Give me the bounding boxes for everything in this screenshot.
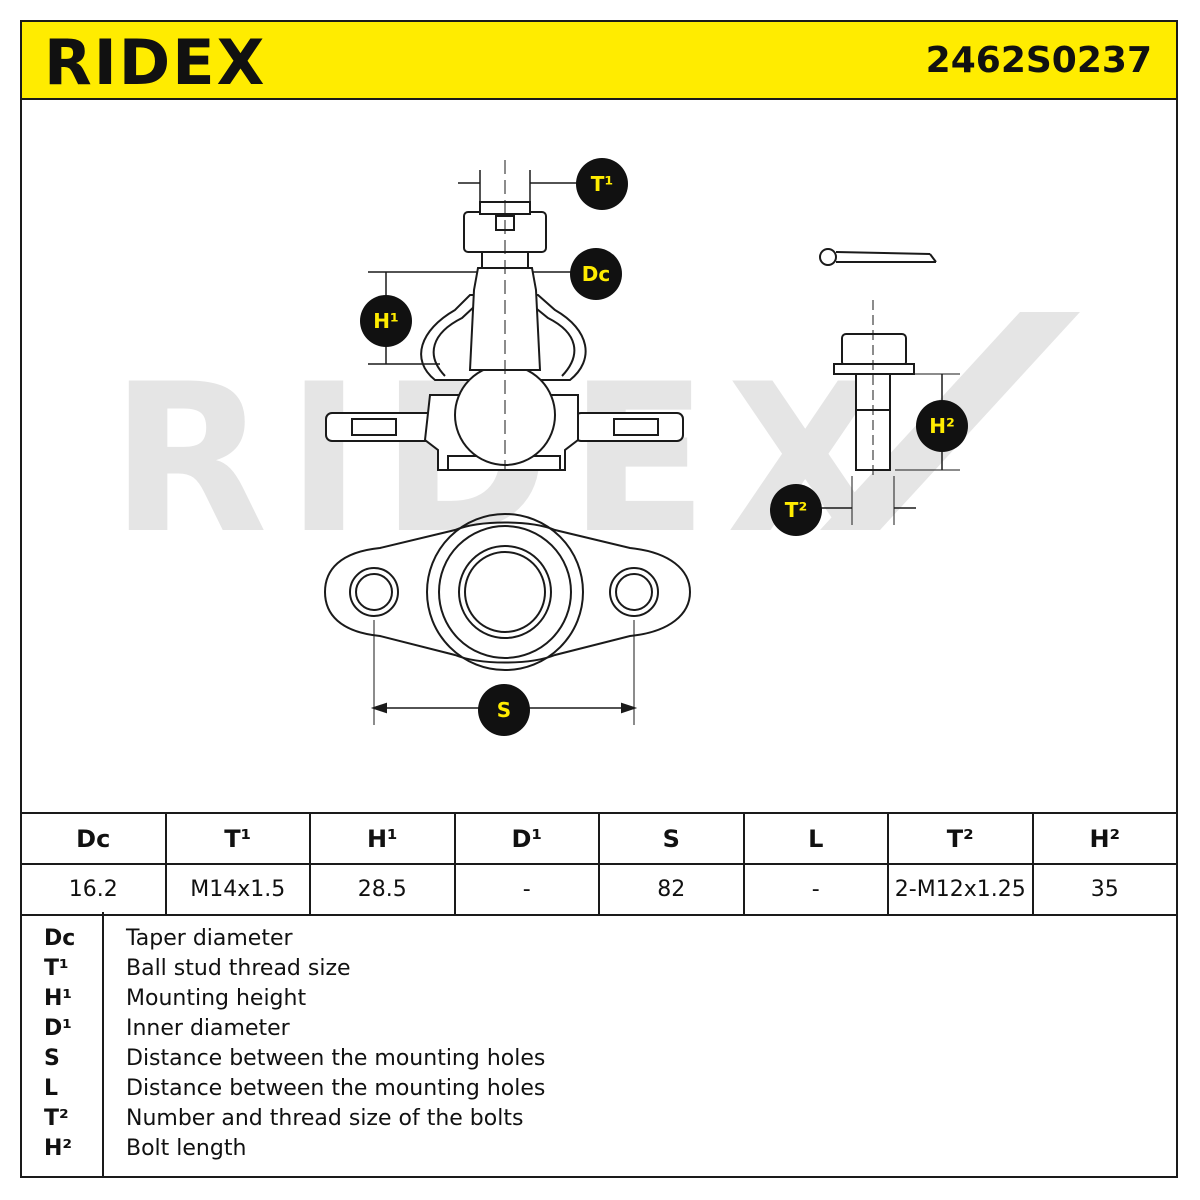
spec-value-cell: M14x1.5	[164, 863, 311, 916]
spec-header-cell: T²	[887, 812, 1034, 865]
bolt	[818, 300, 960, 525]
spec-value-row: 16.2 M14x1.5 28.5 - 82 - 2-M12x1.25 35	[20, 863, 1178, 916]
spec-header-cell: Dc	[20, 812, 167, 865]
svg-text:T¹: T¹	[591, 172, 613, 196]
spec-value-cell: -	[453, 863, 600, 916]
label-t2: T²	[770, 484, 822, 536]
spec-header-cell: H²	[1031, 812, 1178, 865]
legend-item: T¹ Ball stud thread size	[22, 956, 1172, 986]
legend-desc: Number and thread size of the bolts	[126, 1106, 524, 1131]
spec-value-cell: 35	[1031, 863, 1178, 916]
legend-desc: Distance between the mounting holes	[126, 1076, 546, 1101]
legend-desc: Taper diameter	[126, 926, 293, 951]
label-h1: H¹	[360, 295, 412, 347]
legend-desc: Mounting height	[126, 986, 307, 1011]
spec-header-cell: L	[742, 812, 889, 865]
cotter-pin	[819, 248, 937, 266]
spec-value-cell: -	[742, 863, 889, 916]
header-bar: RIDEX 2462S0237	[20, 20, 1178, 100]
technical-drawing: RIDEX	[20, 100, 1178, 812]
legend-divider	[102, 912, 104, 1176]
brand-logo: RIDEX	[44, 26, 267, 99]
legend-desc: Ball stud thread size	[126, 956, 351, 981]
legend: Dc Taper diameter T¹ Ball stud thread si…	[20, 912, 1178, 1178]
ball-joint-side-view	[325, 160, 684, 471]
svg-text:T²: T²	[785, 498, 807, 522]
spec-value-cell: 28.5	[309, 863, 456, 916]
ball-joint-top-view	[323, 513, 692, 725]
legend-key: D¹	[44, 1016, 72, 1041]
legend-item: D¹ Inner diameter	[22, 1016, 1172, 1046]
svg-text:Dc: Dc	[582, 262, 610, 286]
legend-key: H¹	[44, 986, 73, 1011]
spec-header-row: Dc T¹ H¹ D¹ S L T² H²	[20, 812, 1178, 865]
legend-key: T¹	[44, 956, 69, 981]
label-s: S	[478, 684, 530, 736]
dimension-lines	[368, 170, 578, 365]
legend-key: S	[44, 1046, 60, 1071]
legend-item: L Distance between the mounting holes	[22, 1076, 1172, 1106]
legend-item: T² Number and thread size of the bolts	[22, 1106, 1172, 1136]
svg-text:S: S	[497, 698, 511, 722]
svg-text:H¹: H¹	[373, 309, 399, 333]
svg-text:H²: H²	[929, 414, 955, 438]
spec-value-cell: 82	[598, 863, 745, 916]
legend-item: Dc Taper diameter	[22, 926, 1172, 956]
spec-header-cell: H¹	[309, 812, 456, 865]
legend-desc: Inner diameter	[126, 1016, 290, 1041]
spec-value-cell: 2-M12x1.25	[887, 863, 1034, 916]
label-t1: T¹	[576, 158, 628, 210]
legend-item: H¹ Mounting height	[22, 986, 1172, 1016]
legend-key: Dc	[44, 926, 76, 951]
spec-table: Dc T¹ H¹ D¹ S L T² H² 16.2 M14x1.5 28.5 …	[20, 812, 1178, 916]
legend-key: H²	[44, 1136, 73, 1161]
label-h2: H²	[916, 400, 968, 452]
legend-desc: Distance between the mounting holes	[126, 1046, 546, 1071]
legend-item: H² Bolt length	[22, 1136, 1172, 1166]
spec-value-cell: 16.2	[20, 863, 167, 916]
part-number: 2462S0237	[925, 40, 1152, 81]
legend-key: T²	[44, 1106, 69, 1131]
label-dc: Dc	[570, 248, 622, 300]
legend-item: S Distance between the mounting holes	[22, 1046, 1172, 1076]
legend-key: L	[44, 1076, 59, 1101]
spec-header-cell: D¹	[453, 812, 600, 865]
spec-header-cell: S	[598, 812, 745, 865]
legend-desc: Bolt length	[126, 1136, 247, 1161]
spec-header-cell: T¹	[164, 812, 311, 865]
